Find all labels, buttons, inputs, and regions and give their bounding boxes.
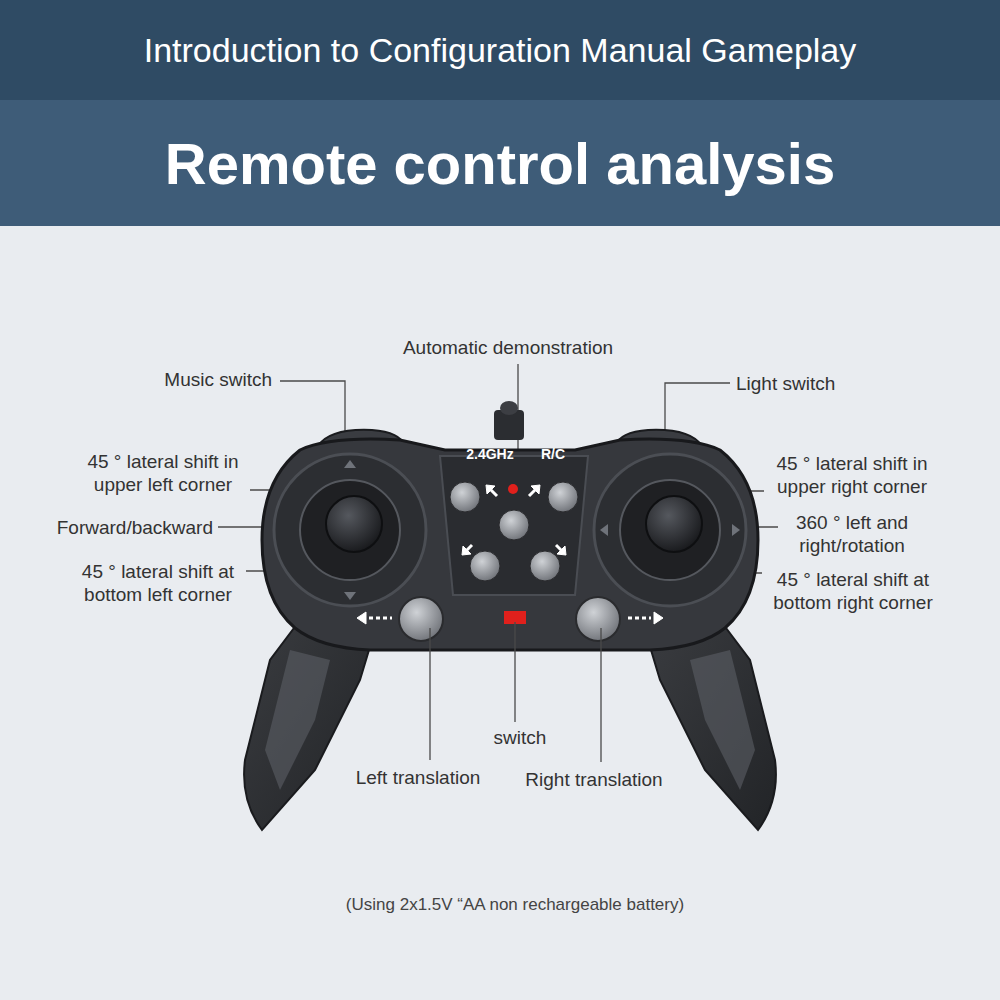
leader-line xyxy=(280,381,345,432)
callout-label: Forward/backward xyxy=(23,516,213,539)
leader-line xyxy=(514,622,515,722)
arrow-mark xyxy=(462,546,471,555)
callout-label: Automatic demonstration xyxy=(378,336,638,359)
callout-label: 45 ° lateral shift in upper right corner xyxy=(762,452,942,498)
indicator-led xyxy=(508,484,518,494)
direction-mark xyxy=(344,460,356,468)
arrow-mark xyxy=(531,485,540,494)
caption: (Using 2x1.5V “AA non rechargeable batte… xyxy=(200,895,830,916)
callout-label: Right translation xyxy=(509,768,679,791)
leader-line xyxy=(429,628,430,760)
grip-panel xyxy=(265,650,330,790)
demo-button xyxy=(499,510,529,540)
direction-mark xyxy=(600,524,608,536)
panel-marking: 2.4GHz xyxy=(459,446,521,463)
left-grip xyxy=(244,620,372,830)
main-title: Remote control analysis xyxy=(165,130,835,197)
diagonal-button xyxy=(530,551,560,581)
right-grip xyxy=(648,620,776,830)
arrow-mark xyxy=(654,612,663,624)
leader-lines xyxy=(430,622,601,762)
right-stick-well xyxy=(620,480,720,580)
header-band: Remote control analysis xyxy=(0,100,1000,226)
arrow-mark xyxy=(486,485,495,494)
arrow-mark xyxy=(628,617,651,620)
header-title: Introduction to Configuration Manual Gam… xyxy=(144,31,857,70)
callout-label: 360 ° left and right/rotation xyxy=(782,511,922,557)
left-translation-button xyxy=(399,597,443,641)
right-translation-button xyxy=(576,597,620,641)
left-stick-ring xyxy=(274,454,426,606)
panel-marking: R/C xyxy=(535,446,571,463)
diagonal-button xyxy=(470,551,500,581)
arrow-mark xyxy=(369,617,392,620)
callout-label: Light switch xyxy=(736,372,886,395)
grip-panel xyxy=(690,650,755,790)
header-band: Introduction to Configuration Manual Gam… xyxy=(0,0,1000,100)
callout-label: 45 ° lateral shift at bottom right corne… xyxy=(761,568,946,614)
left-joystick xyxy=(326,496,382,552)
direction-mark xyxy=(732,524,740,536)
antenna-tip xyxy=(500,401,518,415)
direction-mark xyxy=(344,592,356,600)
diagonal-button xyxy=(450,482,480,512)
leader-line xyxy=(600,628,601,762)
arrow-mark xyxy=(557,546,566,555)
centre-panel xyxy=(440,456,588,595)
right-joystick xyxy=(646,496,702,552)
callout-label: 45 ° lateral shift in upper left corner xyxy=(73,450,253,496)
callout-label: 45 ° lateral shift at bottom left corner xyxy=(68,560,248,606)
translation-arrows xyxy=(357,612,663,624)
antenna xyxy=(494,401,524,440)
arrow-mark xyxy=(357,612,366,624)
right-stick-ring xyxy=(594,454,746,606)
callout-label: Left translation xyxy=(338,766,498,789)
left-stick-well xyxy=(300,480,400,580)
callout-label: Music switch xyxy=(122,368,272,391)
callout-label: switch xyxy=(475,726,565,749)
controller-body xyxy=(262,439,758,650)
diagonal-button xyxy=(548,482,578,512)
panel-arrows xyxy=(462,485,566,555)
